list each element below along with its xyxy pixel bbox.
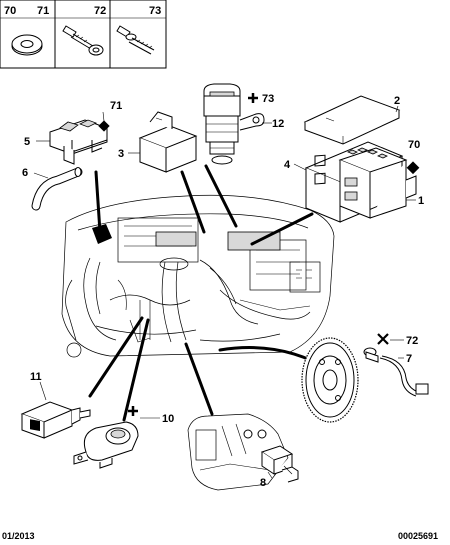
- footer-date: 01/2013: [2, 531, 35, 541]
- callout-72-right: 72: [406, 335, 418, 347]
- callout-8: 8: [260, 477, 266, 489]
- callout-6: 6: [22, 167, 28, 179]
- footer-reference: 00025691: [398, 531, 438, 541]
- plus-marker-icon: [248, 93, 258, 103]
- bolt-with-washer-icon: [62, 25, 104, 56]
- long-bolt-icon: [116, 25, 155, 55]
- part-8-pressure-sensor: [260, 445, 299, 483]
- leader-lines: [88, 164, 332, 422]
- callout-71: 71: [110, 100, 122, 112]
- callout-12: 12: [272, 118, 284, 130]
- callout-73-top: 73: [262, 93, 274, 105]
- callout-1: 1: [418, 195, 424, 207]
- part-3-relay: [138, 111, 198, 173]
- plus-marker-10-icon: [128, 406, 138, 416]
- part-6-hose: [31, 167, 83, 211]
- callout-11: 11: [30, 371, 42, 383]
- part-7-speed-sensor: [363, 347, 429, 397]
- sealant-marker-70-icon: [406, 161, 420, 175]
- washer-icon: [11, 34, 43, 56]
- callout-2: 2: [394, 95, 400, 107]
- callout-7: 7: [406, 353, 412, 365]
- callout-70-right: 70: [408, 139, 420, 151]
- flywheel-illustration: [301, 337, 359, 423]
- header-cell-73-number: 73: [149, 5, 161, 17]
- part-10-position-sensor: [73, 421, 139, 469]
- header-cell-70-number: 70: [4, 5, 16, 17]
- cross-marker-icon: [377, 333, 389, 345]
- callout-3: 3: [118, 148, 124, 160]
- part-11-sensor: [20, 401, 91, 439]
- part-12-sensor: [203, 83, 265, 165]
- callout-4: 4: [284, 159, 291, 171]
- part-2-cover: [303, 95, 401, 145]
- header-cell-71-number: 71: [37, 5, 49, 17]
- callout-5: 5: [24, 136, 30, 148]
- header-parts-table: 70 71 72 73: [0, 0, 167, 69]
- pump-assembly-illustration: [187, 413, 289, 491]
- callout-10: 10: [162, 413, 174, 425]
- part-5-sensor-bracket: [49, 119, 108, 165]
- header-cell-72-number: 72: [94, 5, 106, 17]
- part-1-fuse-box-unit: [338, 147, 417, 219]
